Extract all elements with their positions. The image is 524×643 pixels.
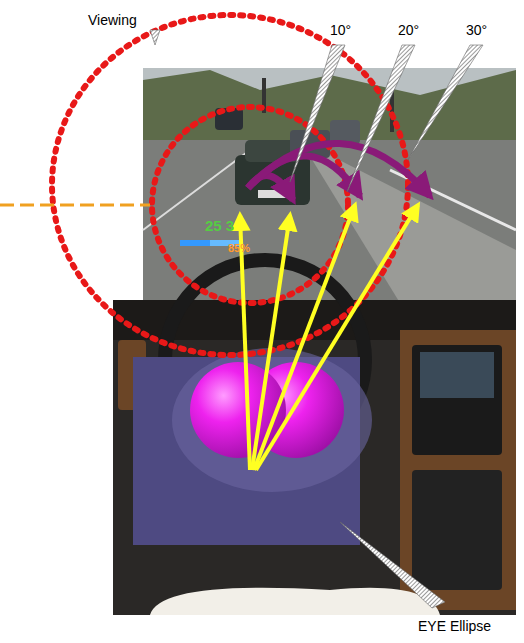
- horizon-line: [0, 204, 150, 207]
- viewing-circle: [52, 15, 408, 355]
- hud-readout: 85%: [228, 240, 250, 256]
- title-label: Viewing: [88, 12, 137, 28]
- angle-label: 20°: [398, 22, 419, 38]
- hud-readout: 25 3: [205, 218, 234, 234]
- part-label: EYE Ellipse: [418, 618, 491, 634]
- angle-label: 10°: [330, 22, 351, 38]
- sight-arrow: [240, 205, 418, 470]
- angle-arrow: [248, 143, 430, 200]
- angle-label: 30°: [466, 22, 487, 38]
- leader-line: [150, 30, 483, 608]
- eye-ellipse: [133, 348, 372, 545]
- viewing-circle: [152, 107, 348, 303]
